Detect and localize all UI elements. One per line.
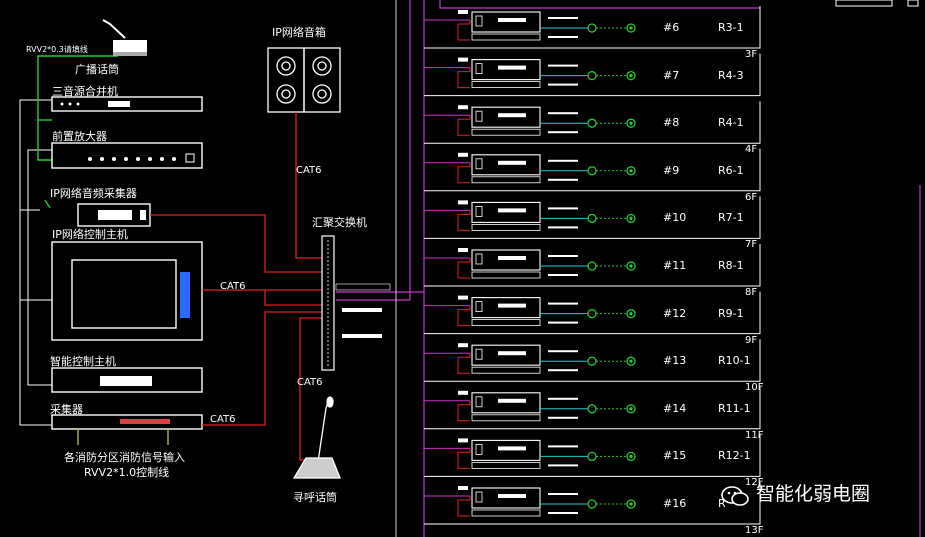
green-mic-lines <box>37 55 118 209</box>
ip-control-host-label: IP网络控制主机 <box>52 228 128 241</box>
mixer-label: 三音源合并机 <box>52 85 118 98</box>
ip-control-host-device <box>51 241 203 341</box>
top-right-marks <box>835 0 919 7</box>
floor-row <box>424 148 761 192</box>
room-label: R7-1 <box>718 211 744 225</box>
unit-label: #14 <box>663 401 687 415</box>
floor-row <box>424 434 761 477</box>
unit-label: #6 <box>663 21 680 34</box>
smart-control-host-device <box>51 367 203 393</box>
unit-label: #8 <box>663 116 680 130</box>
left-bus-lines <box>19 99 52 426</box>
floor-row <box>424 386 761 430</box>
unit-label: #7 <box>663 68 680 82</box>
ip-speaker-label: IP网络音箱 <box>272 26 326 39</box>
preamp-label: 前置放大器 <box>52 130 107 143</box>
cat-control-label: CAT6 <box>220 281 246 292</box>
unit-label: #13 <box>663 354 687 368</box>
floor-label: 7F <box>745 239 758 251</box>
floor-row <box>424 101 761 144</box>
fire-control-line-label: RVV2*1.0控制线 <box>84 466 170 479</box>
floor-label: 9F <box>745 334 758 346</box>
aggregation-switch-device <box>321 235 391 371</box>
fire-input-label: 各消防分区消防信号输入 <box>64 451 185 464</box>
unit-label: #10 <box>663 211 687 225</box>
unit-label: #15 <box>663 449 687 463</box>
ip-audio-collector-label: IP网络音频采集器 <box>50 187 137 200</box>
room-label: R12-1 <box>718 449 751 463</box>
floor-row <box>424 6 761 49</box>
room-label: R11-1 <box>718 401 751 415</box>
room-label: R8-1 <box>718 259 744 272</box>
unit-label: #9 <box>663 163 680 177</box>
floor-row <box>424 339 761 382</box>
room-label: R10-1 <box>718 354 751 368</box>
watermark-text: 智能化弱电圈 <box>756 483 871 505</box>
floor-label: 11F <box>745 429 764 441</box>
paging-mic-icon <box>292 396 341 479</box>
cat-speaker-label: CAT6 <box>296 165 322 176</box>
mic-cable-label: RVV2*0.3请填线 <box>26 45 88 54</box>
unit-label: #12 <box>663 306 687 320</box>
room-label: R4-3 <box>718 68 744 82</box>
room-label: R4-1 <box>718 116 744 130</box>
unit-label: #16 <box>663 497 687 510</box>
smart-control-host-label: 智能控制主机 <box>50 355 116 368</box>
collector-label: 采集器 <box>50 403 83 416</box>
room-label: R <box>718 497 726 510</box>
paging-mic-label: 寻呼话筒 <box>293 491 337 504</box>
unit-label: #11 <box>663 259 687 272</box>
floor-row <box>424 53 761 97</box>
floor-label: 6F <box>745 191 758 203</box>
collector-device <box>51 414 203 445</box>
ip-audio-collector-device <box>77 203 151 227</box>
floor-label: 8F <box>745 287 758 298</box>
cat-collector-label: CAT6 <box>210 414 236 425</box>
floor-row <box>424 482 761 525</box>
wechat-icon <box>720 485 750 507</box>
floor-label: 13F <box>745 525 764 536</box>
switch-label: 汇聚交换机 <box>312 216 367 229</box>
room-label: R3-1 <box>718 21 744 34</box>
broadcast-mic-label: 广播话筒 <box>75 63 119 76</box>
floor-row <box>424 291 761 335</box>
floor-rows-graphics <box>424 6 761 525</box>
mixer-device <box>51 96 203 112</box>
ip-speaker-icon <box>267 47 341 113</box>
floor-row <box>424 244 761 287</box>
preamp-device <box>51 142 203 169</box>
room-label: R6-1 <box>718 163 744 177</box>
floor-row <box>424 196 761 239</box>
floor-label: 12F <box>745 477 764 489</box>
floor-label: 4F <box>745 144 758 156</box>
cat-paging-label: CAT6 <box>297 377 323 388</box>
room-label: R9-1 <box>718 306 744 320</box>
floor-label: 10F <box>745 382 764 394</box>
magenta-bus-lines <box>336 0 921 537</box>
floor-label: 3F <box>745 49 758 60</box>
broadcast-mic-icon <box>102 19 147 56</box>
